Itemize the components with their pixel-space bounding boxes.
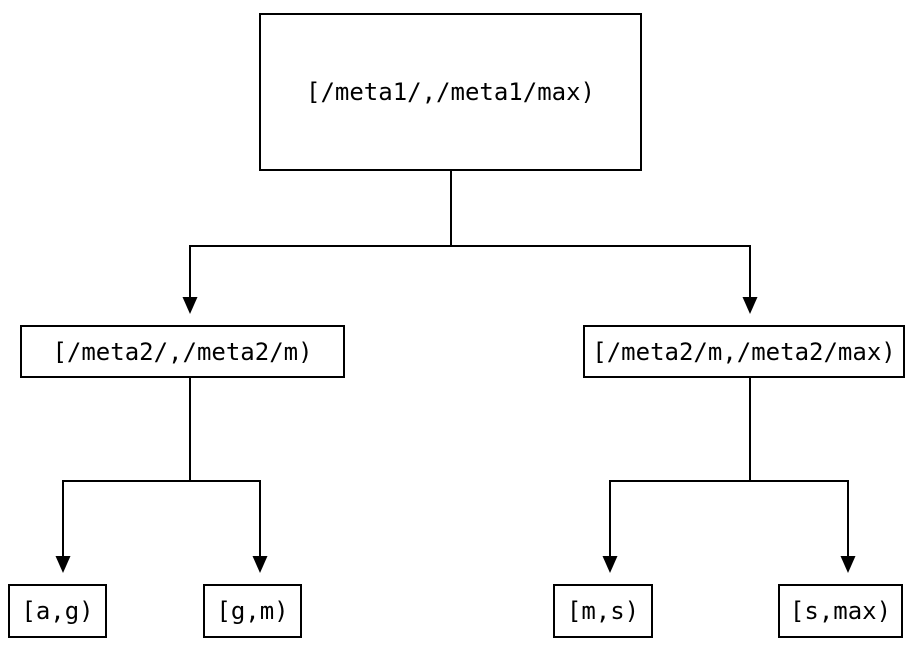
node-leaf-gm-label: [g,m) <box>216 597 289 625</box>
node-root-label: [/meta1/,/meta1/max) <box>306 78 595 106</box>
node-right-child: [/meta2/m,/meta2/max) <box>583 325 905 378</box>
edge-right-to-leaf-smax <box>749 378 849 557</box>
node-right-child-label: [/meta2/m,/meta2/max) <box>592 337 896 366</box>
arrowhead-down-icon <box>602 556 618 573</box>
node-leaf-ms-label: [m,s) <box>566 597 640 625</box>
edge-root-to-left <box>189 171 452 298</box>
arrowhead-down-icon <box>742 297 758 314</box>
node-leaf-smax-label: [s,max) <box>789 597 892 625</box>
node-left-child-label: [/meta2/,/meta2/m) <box>52 337 313 366</box>
edge-left-to-leaf-ag <box>62 378 191 557</box>
node-leaf-ag-label: [a,g) <box>21 597 94 625</box>
edge-left-to-leaf-gm <box>189 378 261 557</box>
arrowhead-down-icon <box>55 556 71 573</box>
node-leaf-ms: [m,s) <box>553 584 653 638</box>
node-leaf-gm: [g,m) <box>203 584 302 638</box>
arrowhead-down-icon <box>840 556 856 573</box>
node-left-child: [/meta2/,/meta2/m) <box>20 325 345 378</box>
edge-right-to-leaf-ms <box>609 378 751 557</box>
node-leaf-smax: [s,max) <box>778 584 903 638</box>
node-root: [/meta1/,/meta1/max) <box>259 13 642 171</box>
edge-root-to-right <box>450 171 751 298</box>
arrowhead-down-icon <box>252 556 268 573</box>
arrowhead-down-icon <box>182 297 198 314</box>
node-leaf-ag: [a,g) <box>8 584 107 638</box>
